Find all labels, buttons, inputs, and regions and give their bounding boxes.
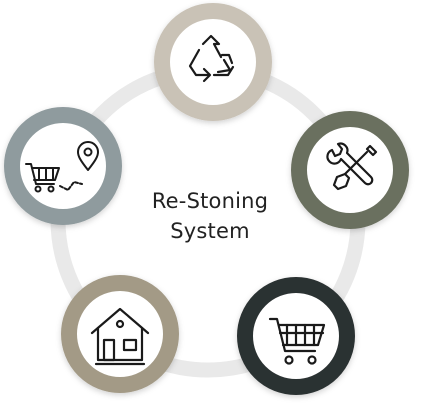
- diagram-title: Re-Stoning System: [110, 186, 310, 246]
- delivery-node: [4, 107, 122, 225]
- tools-node: [291, 111, 409, 229]
- title-line-1: Re-Stoning: [151, 189, 269, 213]
- cart-route-pin-icon: [25, 141, 99, 193]
- recycle-node: [154, 3, 272, 121]
- recycle-icon: [188, 34, 235, 83]
- home-node: [61, 275, 179, 393]
- cart-node: [237, 277, 355, 395]
- wrench-screwdriver-icon: [326, 142, 378, 191]
- shopping-cart-icon: [268, 317, 326, 365]
- house-icon: [90, 307, 150, 366]
- title-line-2: System: [170, 219, 250, 243]
